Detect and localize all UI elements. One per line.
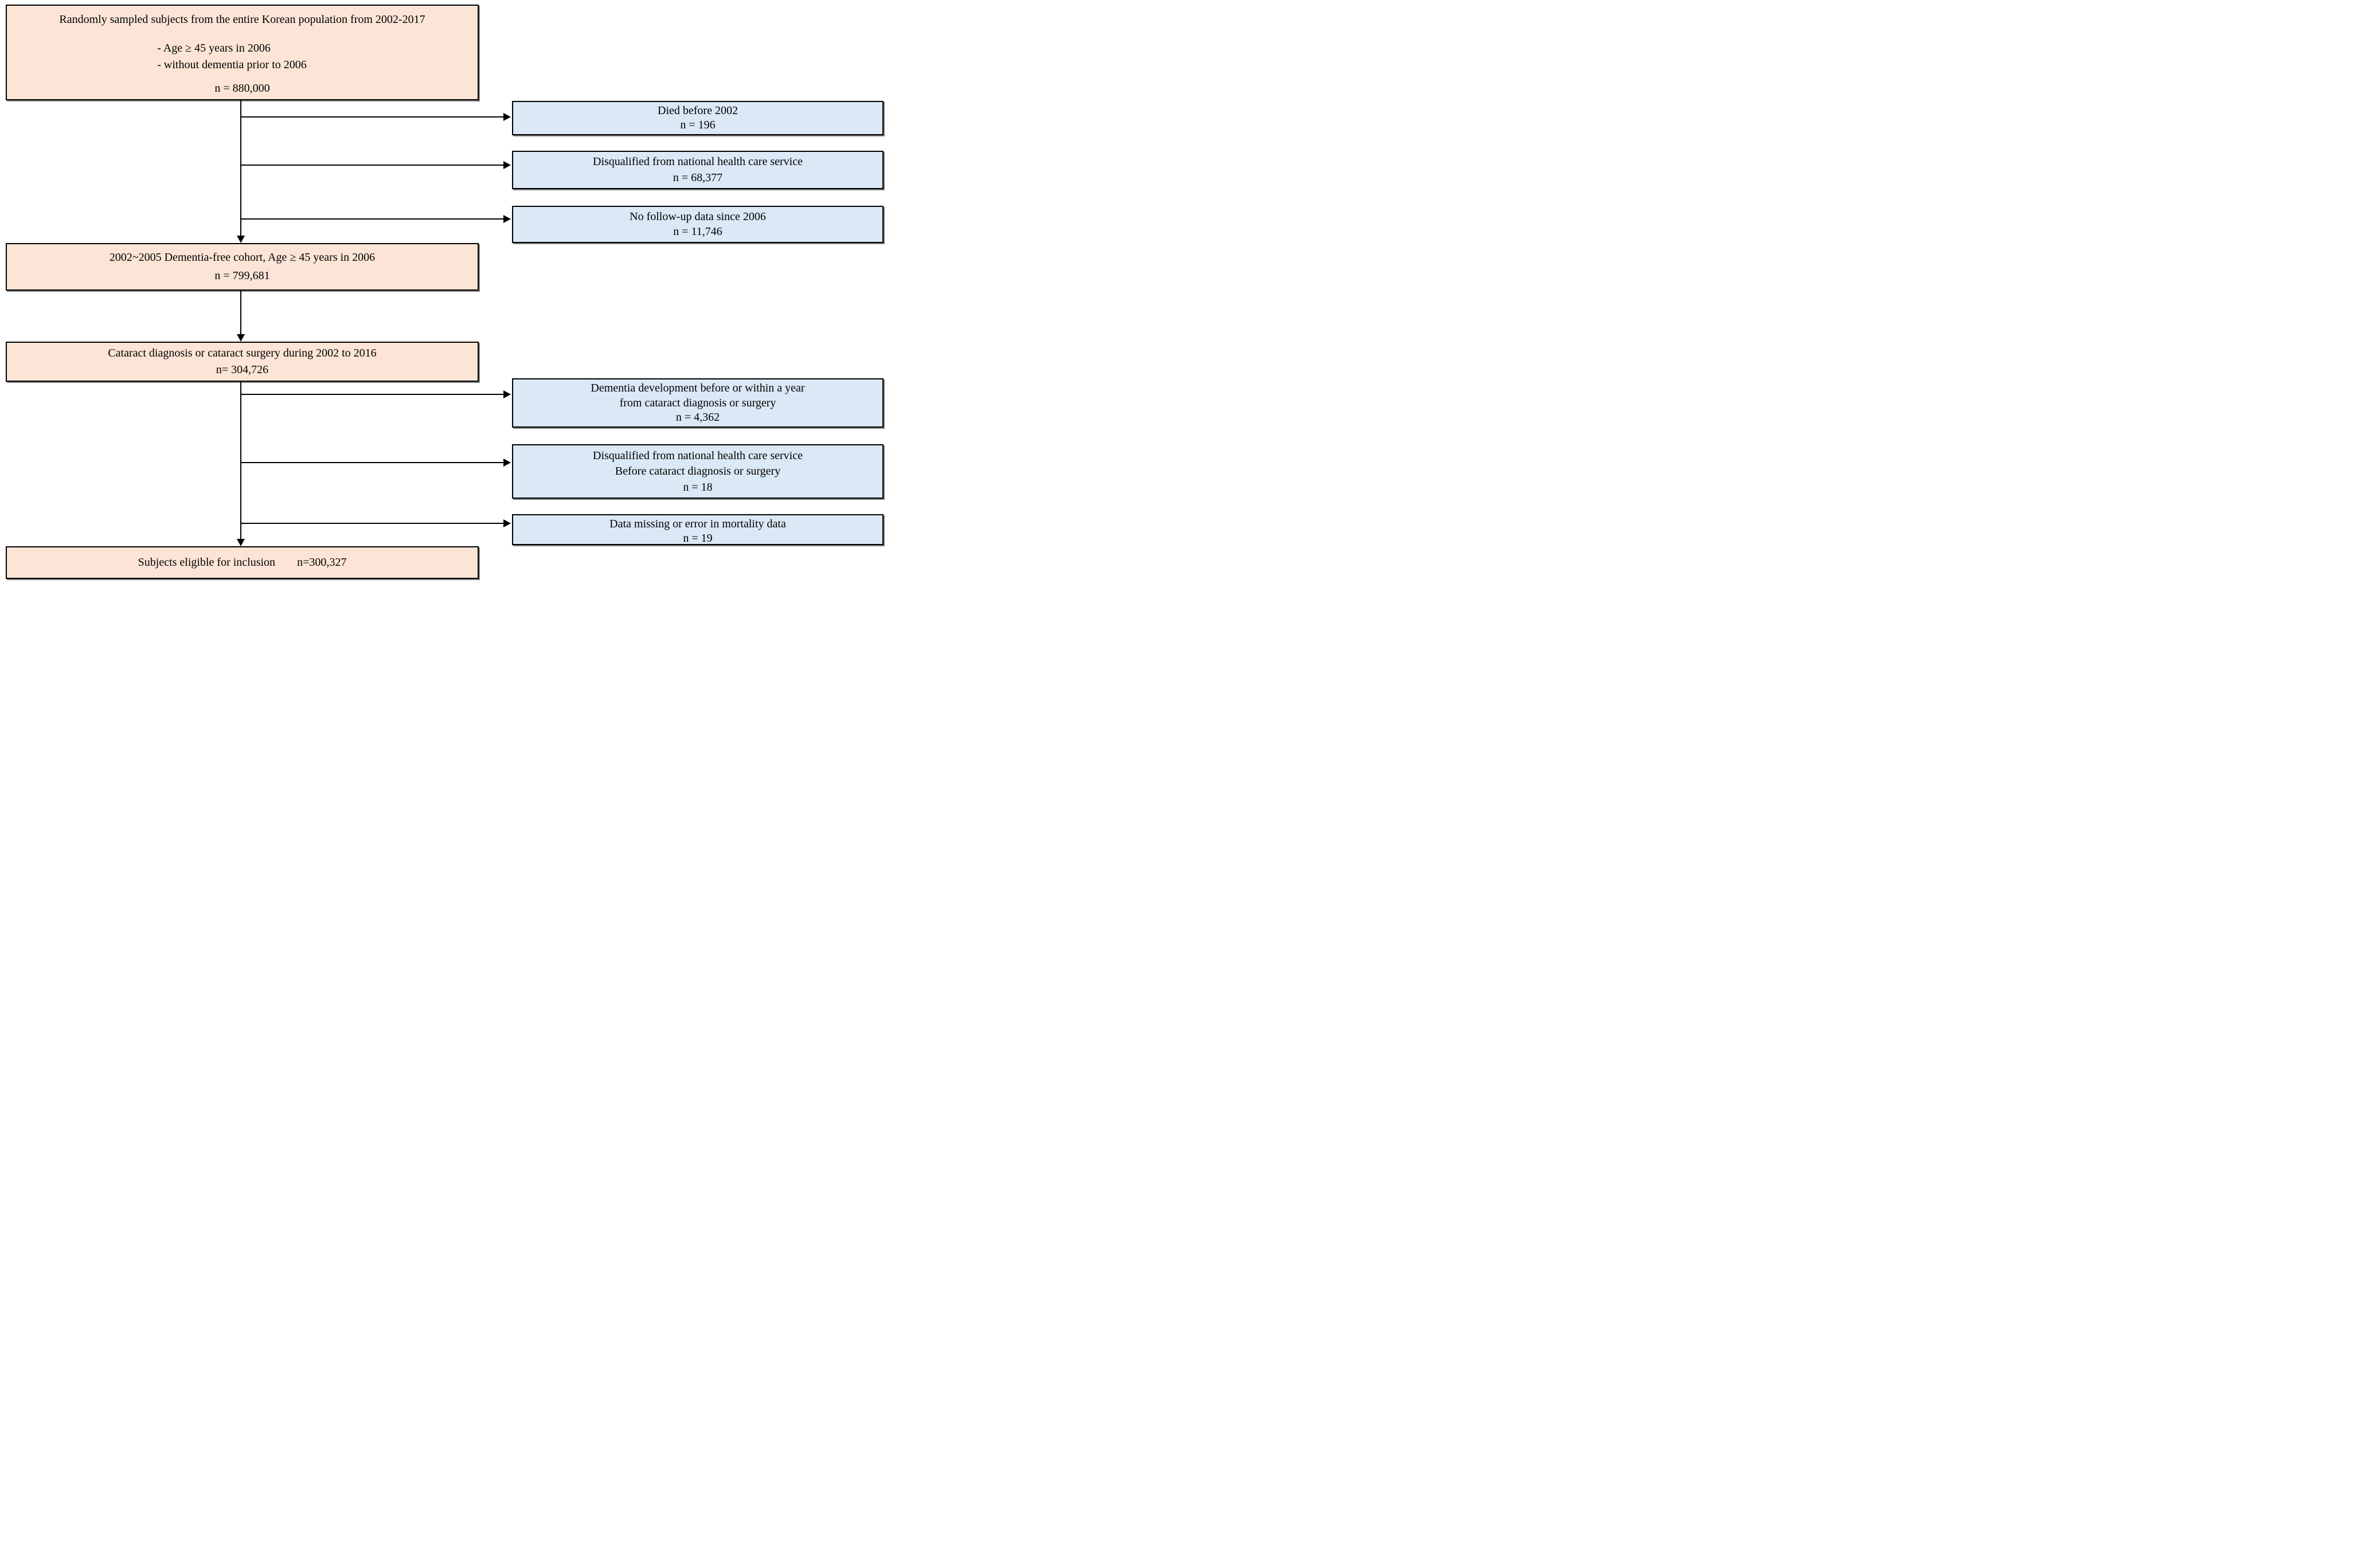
box-excl-data-missing: Data missing or error in mortality data …: [512, 514, 884, 545]
arrowhead-down-eligible: [237, 539, 245, 546]
connector-population-to-cohort: [240, 100, 241, 236]
arrowhead-right-disqualified: [503, 161, 511, 169]
population-n: n = 880,000: [214, 82, 270, 95]
criterion-age: - Age ≥ 45 years in 2006: [157, 42, 271, 54]
arrowhead-right-disqualified-before: [503, 459, 511, 467]
excl-died-n: n = 196: [680, 119, 716, 131]
branch-line-dementia-development: [241, 394, 503, 395]
excl-disqualified-label: Disqualified from national health care s…: [593, 155, 803, 169]
excl-no-followup-label: No follow-up data since 2006: [630, 210, 766, 223]
box-eligible: Subjects eligible for inclusion n=300,32…: [6, 546, 479, 579]
excl-data-missing-label: Data missing or error in mortality data: [609, 518, 786, 530]
box-excl-no-followup: No follow-up data since 2006 n = 11,746: [512, 206, 884, 243]
arrowhead-right-dementia-development: [503, 390, 511, 398]
box-excl-disqualified: Disqualified from national health care s…: [512, 151, 884, 189]
population-title: Randomly sampled subjects from the entir…: [59, 13, 425, 26]
arrowhead-right-no-followup: [503, 215, 511, 223]
excl-dementia-dev-n: n = 4,362: [675, 410, 720, 424]
branch-line-died: [241, 116, 503, 118]
excl-dementia-dev-line2: from cataract diagnosis or surgery: [619, 396, 776, 409]
branch-line-no-followup: [241, 218, 503, 220]
excl-died-label: Died before 2002: [658, 104, 738, 117]
cohort-n: n = 799,681: [214, 269, 270, 283]
excl-disqualified-n: n = 68,377: [673, 171, 723, 184]
box-excl-disqualified-before: Disqualified from national health care s…: [512, 444, 884, 499]
branch-line-disqualified: [241, 165, 503, 166]
eligible-n: n=300,327: [297, 556, 347, 569]
branch-line-disqualified-before: [241, 462, 503, 463]
eligible-label: Subjects eligible for inclusion: [138, 556, 276, 569]
criterion-no-dementia: - without dementia prior to 2006: [157, 58, 307, 71]
box-population: Randomly sampled subjects from the entir…: [6, 5, 479, 100]
arrowhead-down-cohort: [237, 236, 245, 243]
excl-dementia-dev-line1: Dementia development before or within a …: [591, 382, 805, 395]
excl-disqualified-before-line2: Before cataract diagnosis or surgery: [615, 465, 781, 477]
flow-diagram: Randomly sampled subjects from the entir…: [0, 0, 886, 581]
cataract-label: Cataract diagnosis or cataract surgery d…: [108, 347, 377, 360]
box-dementia-free-cohort: 2002~2005 Dementia-free cohort, Age ≥ 45…: [6, 243, 479, 291]
population-criteria: - Age ≥ 45 years in 2006 - without demen…: [157, 40, 307, 73]
box-cataract: Cataract diagnosis or cataract surgery d…: [6, 342, 479, 382]
connector-cohort-to-cataract: [240, 291, 241, 334]
excl-no-followup-n: n = 11,746: [673, 225, 722, 238]
arrowhead-down-cataract: [237, 334, 245, 342]
connector-cataract-to-eligible: [240, 382, 241, 539]
branch-line-data-missing: [241, 523, 503, 524]
cataract-n: n= 304,726: [216, 363, 269, 376]
excl-disqualified-before-n: n = 18: [683, 480, 713, 494]
cohort-label: 2002~2005 Dementia-free cohort, Age ≥ 45…: [109, 250, 376, 264]
excl-data-missing-n: n = 19: [683, 532, 713, 545]
arrowhead-right-data-missing: [503, 519, 511, 527]
box-excl-dementia-development: Dementia development before or within a …: [512, 378, 884, 428]
arrowhead-right-died: [503, 113, 511, 121]
box-excl-died: Died before 2002 n = 196: [512, 101, 884, 135]
excl-disqualified-before-line1: Disqualified from national health care s…: [593, 449, 803, 462]
